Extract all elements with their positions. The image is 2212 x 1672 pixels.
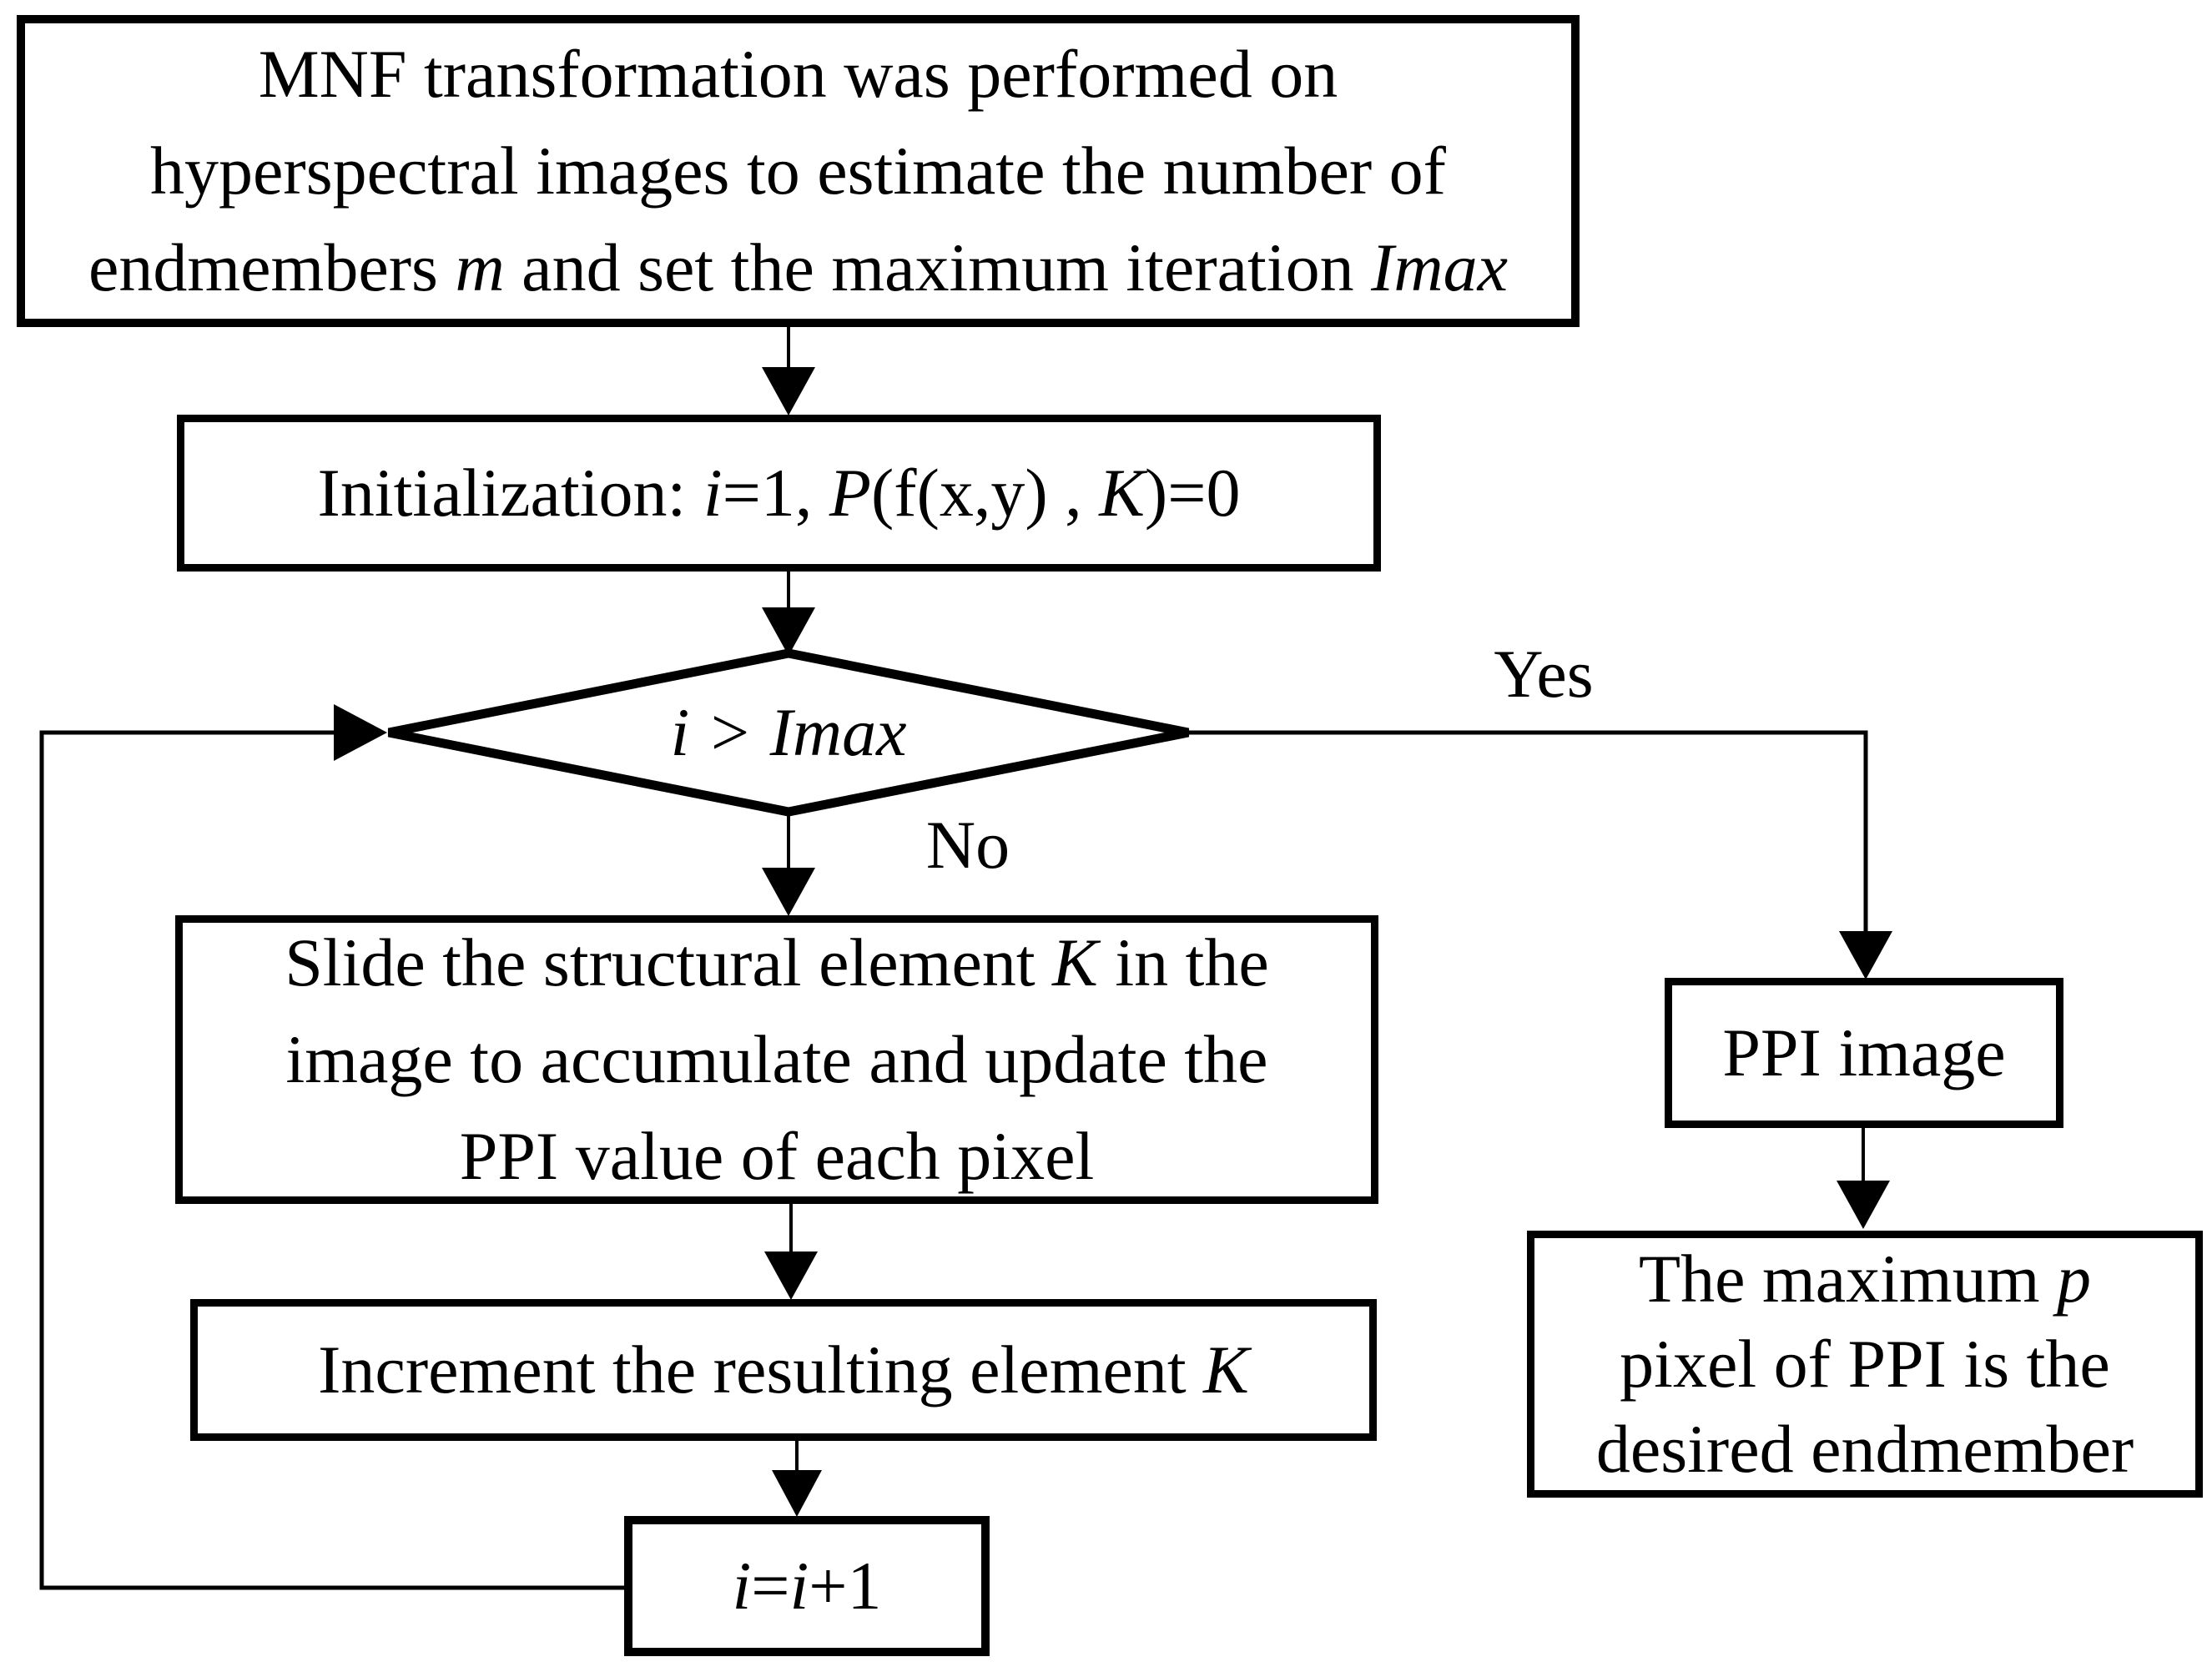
text-run: and set the maximum iteration xyxy=(504,229,1372,305)
loop-line xyxy=(39,730,624,1590)
text-run: pixel of PPI is the xyxy=(1620,1326,2110,1402)
var-p: P xyxy=(829,455,871,531)
slide-line-1: Slide the structural element K in the xyxy=(285,914,1269,1011)
var-imax: Imax xyxy=(1371,229,1509,305)
process-box-mnf-transformation: MNF transformation was performed on hype… xyxy=(17,15,1580,327)
arrowhead-down-icon xyxy=(762,607,815,656)
loopback-iplus-to-decision xyxy=(39,704,624,1590)
arrowhead-down-icon xyxy=(772,1470,822,1517)
arrowhead-down-icon xyxy=(1837,1181,1890,1229)
var-i: i xyxy=(732,1548,752,1624)
no-text: No xyxy=(925,806,1010,883)
arrowhead-down-icon xyxy=(762,367,815,415)
text-run: )=0 xyxy=(1144,455,1241,531)
slide-line-2: image to accumulate and update the xyxy=(285,1011,1267,1108)
var-k: K xyxy=(1052,924,1098,1000)
var-imax: Imax xyxy=(769,694,907,770)
text-run: =1, xyxy=(722,455,829,531)
text-run: desired endmember xyxy=(1595,1411,2134,1487)
maxp-line-3: desired endmember xyxy=(1596,1407,2134,1492)
mnf-line-2: hyperspectral images to estimate the num… xyxy=(150,123,1446,219)
arrow-init-to-decision xyxy=(762,572,815,656)
var-k: K xyxy=(1099,455,1145,531)
mnf-line-1: MNF transformation was performed on xyxy=(259,26,1338,123)
output-box-maximum-p-endmember: The maximum p pixel of PPI is the desire… xyxy=(1527,1231,2203,1498)
var-i: i xyxy=(670,694,690,770)
arrow-decision-yes-to-ppi xyxy=(1188,730,1892,980)
branch-label-yes: Yes xyxy=(1477,634,1610,713)
arrow-increment-to-iplus xyxy=(772,1441,822,1517)
process-box-increment-element: Increment the resulting element K xyxy=(190,1299,1377,1441)
arrowhead-down-icon xyxy=(764,1251,818,1300)
text-run: Initialization: xyxy=(317,455,703,531)
var-i: i xyxy=(703,455,723,531)
var-m: m xyxy=(455,229,505,305)
iplus-line: i=i+1 xyxy=(732,1538,881,1634)
text-run: Slide the structural element xyxy=(285,924,1053,1000)
yes-text: Yes xyxy=(1494,635,1594,712)
yes-branch-line xyxy=(1188,730,1868,933)
text-run: = xyxy=(751,1548,790,1624)
text-run: in the xyxy=(1097,924,1269,1000)
var-k: K xyxy=(1203,1332,1249,1408)
text-run: +1 xyxy=(809,1548,882,1624)
init-line: Initialization: i=1, P(f(x,y) , K)=0 xyxy=(318,445,1241,541)
ppi-line: PPI image xyxy=(1722,1005,2005,1101)
text-run: The maximum xyxy=(1638,1241,2057,1317)
text-run: endmembers xyxy=(88,229,456,305)
text-run: hyperspectral images to estimate the num… xyxy=(150,133,1446,209)
maxp-line-1: The maximum p xyxy=(1639,1236,2091,1322)
text-run: image to accumulate and update the xyxy=(285,1021,1268,1097)
mnf-line-3: endmembers m and set the maximum iterati… xyxy=(88,219,1508,316)
arrowhead-down-icon xyxy=(1839,931,1892,980)
decision-text: i > Imax xyxy=(670,693,906,772)
arrowhead-down-icon xyxy=(762,868,815,916)
text-run: > xyxy=(689,694,770,770)
text-run: MNF transformation was performed on xyxy=(258,36,1338,112)
process-box-increment-i: i=i+1 xyxy=(624,1516,990,1656)
arrow-slide-to-increment xyxy=(764,1204,818,1300)
arrow-decision-no-to-slide xyxy=(762,812,815,916)
var-p: p xyxy=(2057,1241,2091,1317)
arrow-mnf-to-init xyxy=(762,327,815,415)
text-run: (f(x,y) , xyxy=(870,455,1100,531)
branch-label-no: No xyxy=(884,805,1051,884)
var-i: i xyxy=(789,1548,809,1624)
maxp-line-2: pixel of PPI is the xyxy=(1620,1322,2110,1407)
text-run: PPI image xyxy=(1722,1015,2006,1090)
output-box-ppi-image: PPI image xyxy=(1665,978,2063,1128)
decision-condition-label: i > Imax xyxy=(622,691,955,774)
slide-line-3: PPI value of each pixel xyxy=(460,1108,1095,1205)
arrowhead-right-icon xyxy=(334,704,387,761)
arrow-ppi-to-maxp xyxy=(1837,1128,1890,1229)
text-run: Increment the resulting element xyxy=(318,1332,1204,1408)
text-run: PPI value of each pixel xyxy=(459,1118,1095,1194)
process-box-slide-structural-element: Slide the structural element K in the im… xyxy=(175,915,1378,1204)
increment-line: Increment the resulting element K xyxy=(318,1322,1249,1418)
process-box-initialization: Initialization: i=1, P(f(x,y) , K)=0 xyxy=(177,415,1381,572)
